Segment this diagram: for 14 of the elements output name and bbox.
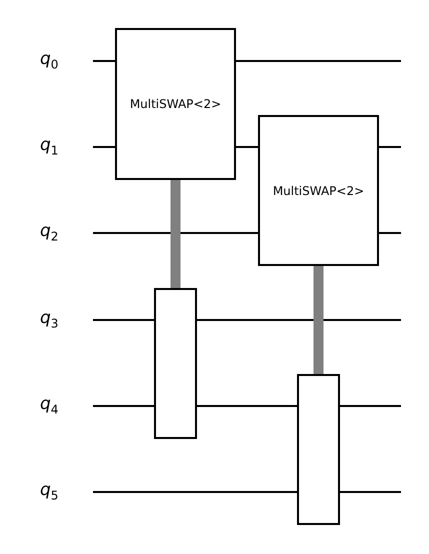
qubit-label: q$_{3}$: [40, 308, 58, 332]
gate-box: [115, 28, 236, 180]
gate-connector: [170, 180, 180, 288]
gate-box: [297, 374, 340, 525]
gate-connector: [314, 266, 324, 374]
gate-box: [154, 288, 197, 439]
qubit-label: q$_{5}$: [40, 480, 58, 504]
qubit-label: q$_{0}$: [40, 49, 58, 74]
gate-label: MultiSWAP<2>: [130, 97, 222, 111]
gate-box: [258, 115, 379, 266]
gate-label: MultiSWAP<2>: [272, 184, 364, 198]
qubit-label: q$_{1}$: [40, 135, 58, 160]
qubit-label: q$_{4}$: [40, 394, 58, 418]
qubit-label: q$_{2}$: [40, 221, 58, 246]
